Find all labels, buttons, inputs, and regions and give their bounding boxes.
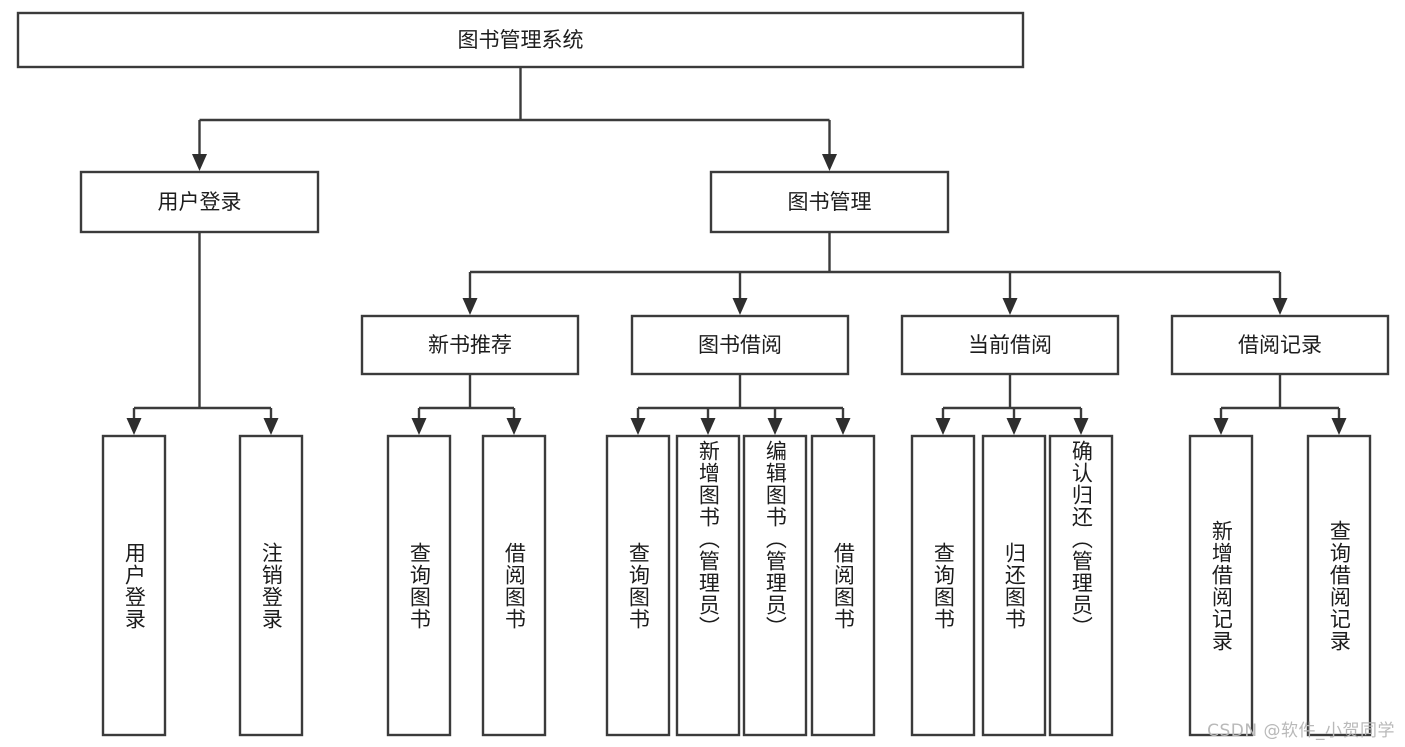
node-box-leaf-return-book[interactable] bbox=[981, 434, 1047, 737]
connector-arrow-icon bbox=[1272, 298, 1288, 315]
node-box-book-borrow[interactable] bbox=[630, 314, 850, 376]
node-box-leaf-confirm-return[interactable] bbox=[1048, 434, 1114, 737]
node-box-leaf-add-record[interactable] bbox=[1188, 434, 1254, 737]
connector-arrow-icon bbox=[506, 418, 522, 435]
node-box-user-login[interactable] bbox=[79, 170, 320, 234]
connector-arrow-icon bbox=[411, 418, 427, 435]
node-box-leaf-edit-book[interactable] bbox=[742, 434, 808, 737]
connector-arrow-icon bbox=[1006, 418, 1022, 435]
node-box-current-borrow[interactable] bbox=[900, 314, 1120, 376]
node-box-leaf-query-book-cb[interactable] bbox=[910, 434, 976, 737]
connector-arrow-icon bbox=[1331, 418, 1347, 435]
connector-arrow-icon bbox=[126, 418, 142, 435]
connector-arrow-icon bbox=[1002, 298, 1018, 315]
node-box-leaf-borrow-book-bb[interactable] bbox=[810, 434, 876, 737]
connector-arrow-icon bbox=[835, 418, 851, 435]
node-box-leaf-add-book[interactable] bbox=[675, 434, 741, 737]
node-label-book-manage: 图书管理 bbox=[788, 190, 872, 214]
connector-arrow-icon bbox=[700, 418, 716, 435]
node-box-new-book-rec[interactable] bbox=[360, 314, 580, 376]
connector-arrow-icon bbox=[767, 418, 783, 435]
node-label-user-login: 用户登录 bbox=[158, 190, 242, 214]
node-box-leaf-query-book-bb[interactable] bbox=[605, 434, 671, 737]
node-label-borrow-record: 借阅记录 bbox=[1238, 333, 1322, 357]
node-label-book-borrow: 图书借阅 bbox=[698, 333, 782, 357]
connector-arrow-icon bbox=[935, 418, 951, 435]
node-label-current-borrow: 当前借阅 bbox=[968, 333, 1052, 357]
node-box-book-manage[interactable] bbox=[709, 170, 950, 234]
node-box-leaf-user-login[interactable] bbox=[101, 434, 167, 737]
node-box-leaf-borrow-book-rec[interactable] bbox=[481, 434, 547, 737]
connector-arrow-icon bbox=[263, 418, 279, 435]
csdn-watermark: CSDN @软件_小贺同学 bbox=[1207, 721, 1395, 741]
connector-arrow-icon bbox=[1073, 418, 1089, 435]
node-box-leaf-query-book-rec[interactable] bbox=[386, 434, 452, 737]
connector-arrow-icon bbox=[732, 298, 748, 315]
node-label-root: 图书管理系统 bbox=[458, 28, 584, 52]
connector-arrow-icon bbox=[192, 154, 207, 171]
node-box-leaf-logout[interactable] bbox=[238, 434, 304, 737]
connector-arrow-icon bbox=[462, 298, 478, 315]
connector-arrow-icon bbox=[630, 418, 646, 435]
connector-arrow-icon bbox=[822, 154, 837, 171]
node-box-borrow-record[interactable] bbox=[1170, 314, 1390, 376]
node-label-new-book-rec: 新书推荐 bbox=[428, 333, 512, 357]
node-box-leaf-query-record[interactable] bbox=[1306, 434, 1372, 737]
node-box-root[interactable] bbox=[16, 11, 1025, 69]
connector-arrow-icon bbox=[1213, 418, 1229, 435]
